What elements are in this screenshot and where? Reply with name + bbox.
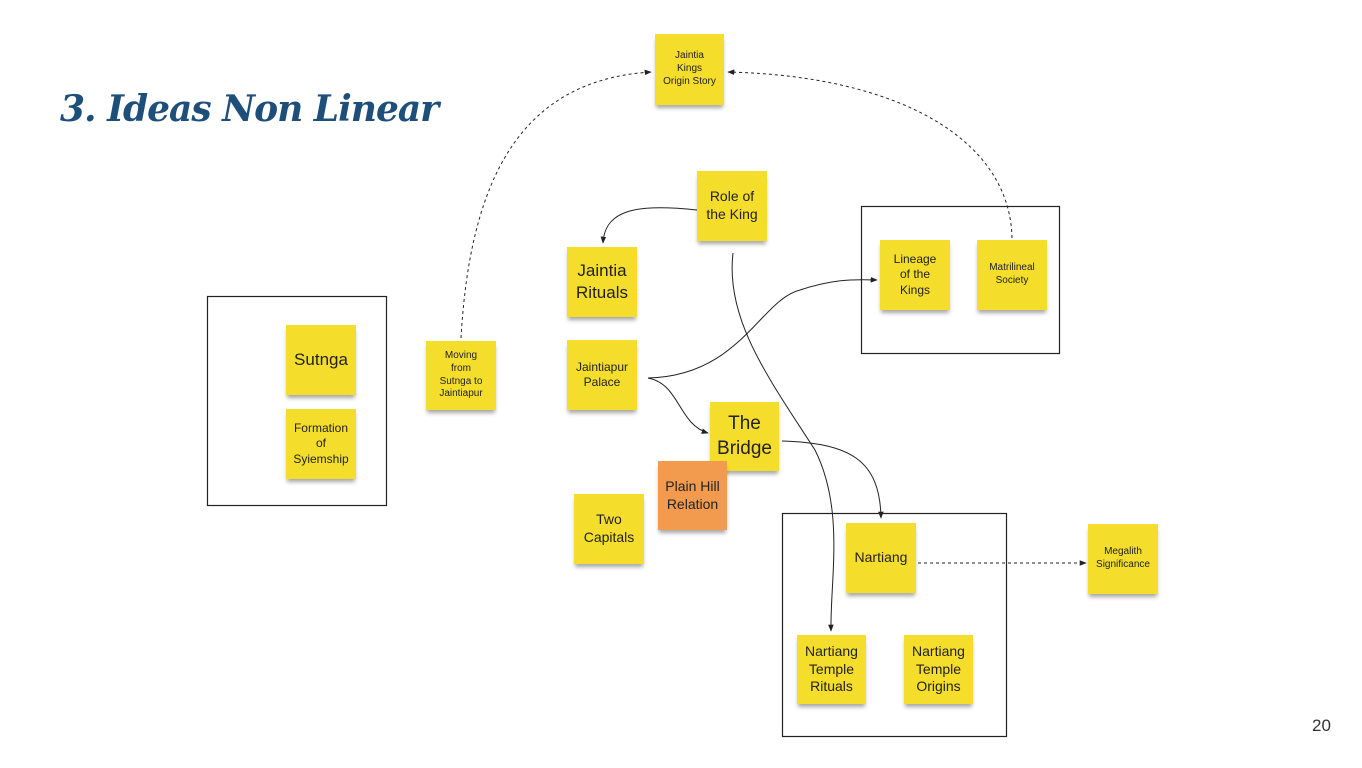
group-frame-nartiang xyxy=(781,512,1008,738)
note-formation-of-syiemship[interactable]: Formation of Syiemship xyxy=(286,409,356,479)
note-nartiang-temple-rituals[interactable]: Nartiang Temple Rituals xyxy=(797,635,866,704)
note-matrilineal-society[interactable]: Matrilineal Society xyxy=(977,240,1047,310)
note-two-capitals[interactable]: Two Capitals xyxy=(574,494,644,564)
connector-palace-to-lineage xyxy=(647,276,878,379)
page-number: 20 xyxy=(1312,716,1331,735)
note-plain-hill-relation[interactable]: Plain Hill Relation xyxy=(658,461,727,530)
note-role-of-the-king[interactable]: Role of the King xyxy=(697,171,767,241)
note-the-bridge[interactable]: The Bridge xyxy=(710,402,779,471)
note-jaintia-kings-origin-story[interactable]: Jaintia Kings Origin Story xyxy=(655,34,724,105)
connector-palace-to-bridge xyxy=(647,377,709,434)
note-nartiang[interactable]: Nartiang xyxy=(846,523,916,593)
page-title: 3. Ideas Non Linear xyxy=(60,88,439,130)
note-lineage-of-the-kings[interactable]: Lineage of the Kings xyxy=(880,240,950,310)
connector-moving-to-origin xyxy=(460,69,652,339)
connector-matrilineal-to-origin xyxy=(727,69,1013,239)
note-nartiang-temple-origins[interactable]: Nartiang Temple Origins xyxy=(904,635,973,704)
note-jaintiapur-palace[interactable]: Jaintiapur Palace xyxy=(567,340,637,410)
connector-bridge-to-nartiang xyxy=(781,440,884,519)
note-sutnga[interactable]: Sutnga xyxy=(286,325,356,395)
note-jaintia-rituals[interactable]: Jaintia Rituals xyxy=(567,247,637,317)
connector-king-to-temple-rituals xyxy=(731,252,835,632)
group-frame-sutnga xyxy=(206,295,388,507)
connector-king-to-rituals xyxy=(600,207,698,244)
note-moving-from-sutnga[interactable]: Moving from Sutnga to Jaintiapur xyxy=(426,341,496,410)
note-megalith-significance[interactable]: Megalith Significance xyxy=(1088,524,1158,594)
